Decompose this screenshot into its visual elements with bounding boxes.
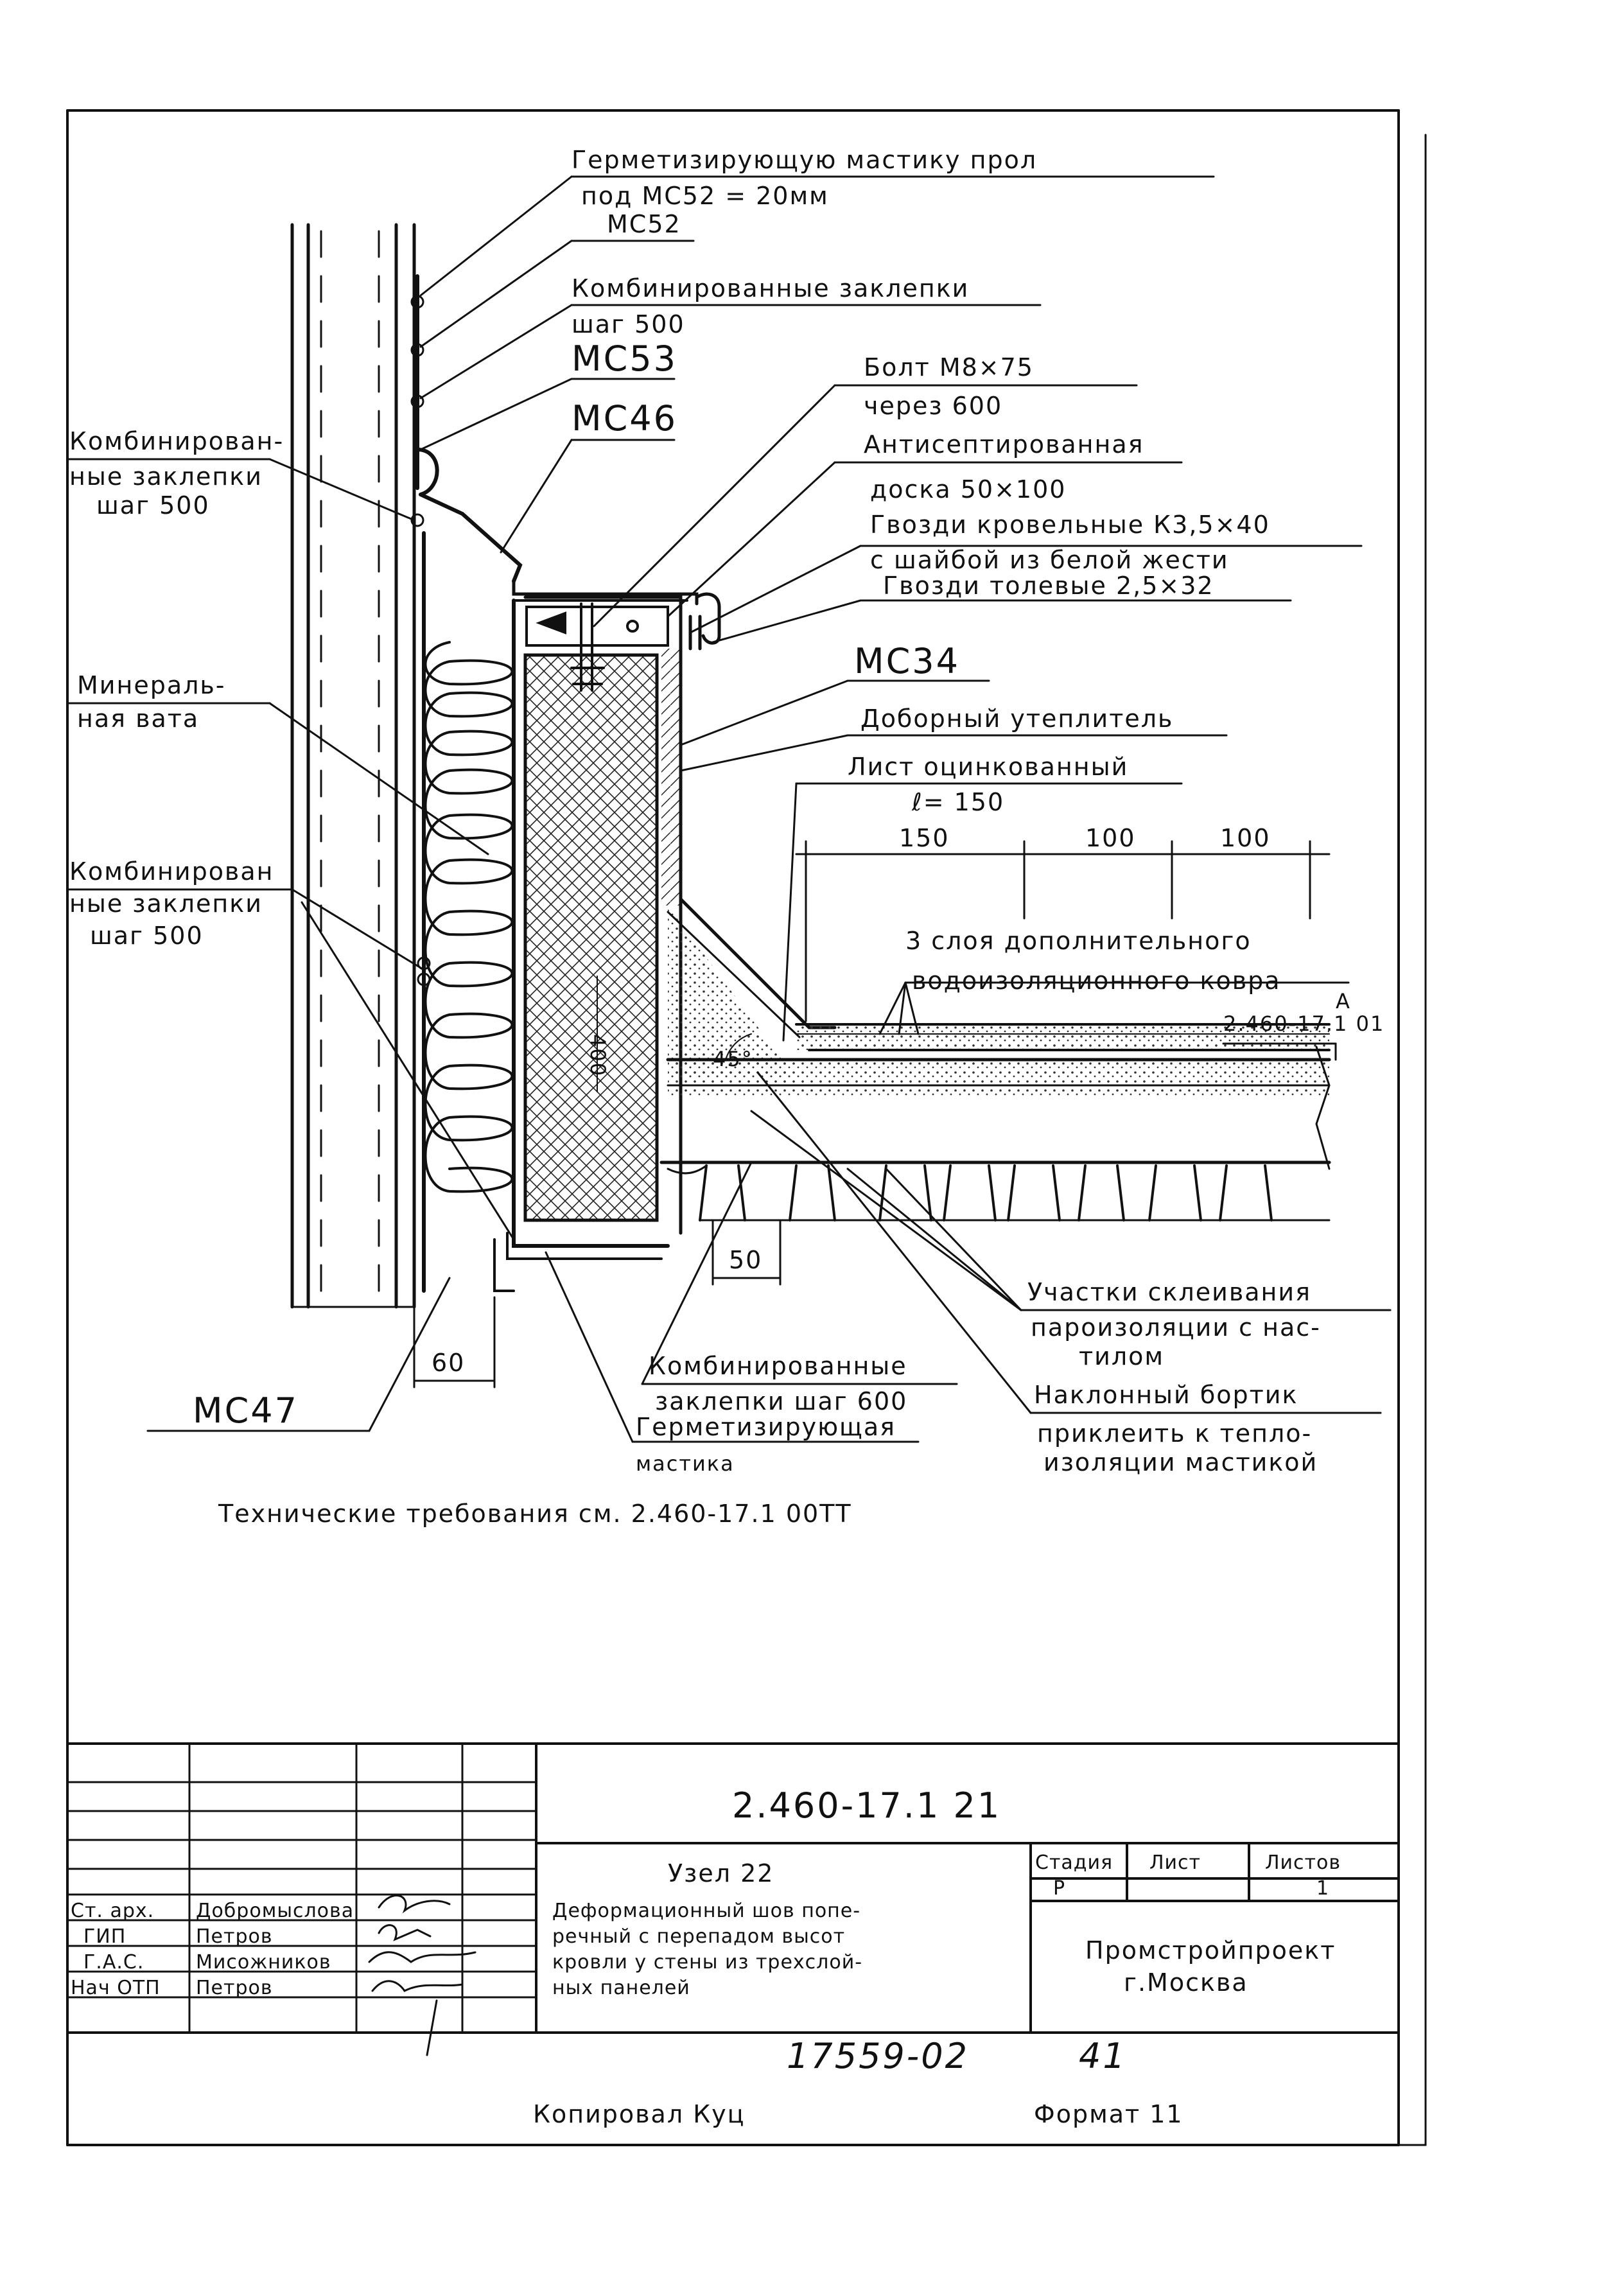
label-ref-a: А bbox=[1336, 989, 1351, 1013]
mineral-wool bbox=[424, 641, 514, 1193]
label-galv-len: ℓ= 150 bbox=[911, 788, 1004, 816]
leader-lines bbox=[66, 175, 1392, 1443]
flashing-ms52 bbox=[415, 274, 523, 1293]
dim-60: 60 bbox=[413, 1296, 496, 1388]
label-rivets-mid-3: шаг 500 bbox=[90, 922, 204, 950]
label-galv-sheet: Лист оцинкованный bbox=[848, 753, 1128, 781]
sheets-value: 1 bbox=[1316, 1877, 1329, 1900]
name-4: Петров bbox=[196, 1977, 273, 1999]
label-rivets-mid-2: ные заклепки bbox=[69, 889, 263, 918]
dim-chain-top bbox=[795, 840, 1331, 1022]
signatures bbox=[368, 1895, 476, 2056]
deck-ribs bbox=[667, 1164, 1331, 1221]
label-board-2: доска 50×100 bbox=[870, 475, 1066, 503]
dim-100b: 100 bbox=[1220, 824, 1271, 852]
role-2: ГИП bbox=[83, 1925, 126, 1948]
role-4: Нач ОТП bbox=[71, 1977, 161, 1999]
node-title: Узел 22 bbox=[668, 1859, 774, 1887]
org-name: Промстройпроект bbox=[1085, 1936, 1336, 1965]
svg-text:150: 150 bbox=[899, 824, 950, 852]
label-bolt-step: через 600 bbox=[864, 392, 1002, 420]
label-incline-1: Наклонный бортик bbox=[1034, 1381, 1298, 1409]
org-city: г.Москва bbox=[1124, 1968, 1248, 1997]
name-1: Добромыслова bbox=[196, 1900, 354, 1922]
label-nails-3: Гвозди толевые 2,5×32 bbox=[883, 572, 1214, 600]
label-sealing-2: мастика bbox=[636, 1451, 735, 1476]
svg-text:100: 100 bbox=[1085, 824, 1136, 852]
svg-text:45°: 45° bbox=[713, 1047, 753, 1071]
doc-code: 2.460-17.1 21 bbox=[732, 1785, 1001, 1826]
stage-value: Р bbox=[1053, 1877, 1065, 1900]
label-rivets-bot-2: заклепки шаг 600 bbox=[655, 1387, 907, 1415]
antiseptic-board bbox=[525, 602, 669, 692]
label-rivets-left-1: Комбинирован- bbox=[69, 427, 284, 455]
parapet-box bbox=[493, 595, 688, 1292]
callout-labels: Герметизирующую мастику прол под МС52 = … bbox=[69, 146, 1384, 1528]
label-ms47: МС47 bbox=[193, 1390, 299, 1431]
label-extra-insulation: Доборный утеплитель bbox=[860, 705, 1173, 733]
name-3: Мисожников bbox=[196, 1951, 331, 1974]
label-incline-3: изоляции мастикой bbox=[1043, 1448, 1318, 1476]
label-rivets-left-2: ные заклепки bbox=[69, 462, 263, 491]
archive-no: 17559-02 bbox=[787, 2036, 969, 2076]
svg-text:100: 100 bbox=[1220, 824, 1271, 852]
label-ms34: МС34 bbox=[854, 641, 960, 681]
label-mastic-top: Герметизирующую мастику прол bbox=[572, 146, 1037, 174]
label-nails-2: с шайбой из белой жести bbox=[870, 546, 1229, 574]
desc-1: Деформационный шов попе- bbox=[552, 1900, 860, 1922]
dim-45: 45° bbox=[713, 1033, 753, 1071]
label-layers-2: водоизоляционного ковра bbox=[912, 967, 1281, 995]
label-glue-3: тилом bbox=[1079, 1342, 1164, 1370]
label-rivets-top: Комбинированные заклепки bbox=[572, 274, 969, 302]
sheets-header: Листов bbox=[1265, 1851, 1341, 1874]
label-glue-2: пароизоляции с нас- bbox=[1031, 1313, 1321, 1342]
label-ms53: МС53 bbox=[572, 338, 677, 379]
title-block bbox=[66, 1742, 1400, 2034]
label-bolt: Болт М8×75 bbox=[864, 353, 1034, 381]
label-glue-1: Участки склеивания bbox=[1027, 1278, 1311, 1306]
copied-by: Копировал Куц bbox=[533, 2100, 746, 2128]
label-mastic-top-2: под МС52 = 20мм bbox=[581, 182, 829, 210]
role-3: Г.А.С. bbox=[83, 1951, 144, 1974]
desc-4: ных панелей bbox=[552, 1977, 690, 1999]
label-nails-1: Гвозди кровельные К3,5×40 bbox=[870, 511, 1270, 539]
name-2: Петров bbox=[196, 1925, 273, 1948]
label-ms46: МС46 bbox=[572, 398, 677, 439]
format: Формат 11 bbox=[1034, 2100, 1183, 2128]
top-cap bbox=[512, 579, 721, 651]
label-rivets-mid-1: Комбинирован bbox=[69, 857, 274, 886]
desc-2: речный с перепадом высот bbox=[552, 1925, 845, 1948]
label-mineral-2: ная вата bbox=[77, 705, 199, 733]
dim-150: 150 bbox=[899, 824, 950, 852]
label-ms52: МС52 bbox=[607, 210, 681, 238]
roof-layers bbox=[659, 1023, 1331, 1170]
stage-header: Стадия bbox=[1035, 1851, 1113, 1874]
tech-requirements: Технические требования см. 2.460-17.1 00… bbox=[218, 1500, 852, 1528]
label-sealing-1: Герметизирующая bbox=[636, 1413, 896, 1441]
svg-text:50: 50 bbox=[729, 1246, 762, 1274]
label-ref-sheet: 2.460-17.1 01 bbox=[1223, 1011, 1384, 1036]
dim-400: 400 bbox=[586, 976, 610, 1092]
sheet-header: Лист bbox=[1149, 1851, 1201, 1874]
svg-text:400: 400 bbox=[586, 1034, 610, 1077]
label-board-1: Антисептированная bbox=[864, 430, 1144, 459]
label-layers-1: 3 слоя дополнительного bbox=[905, 927, 1252, 955]
svg-text:60: 60 bbox=[432, 1349, 465, 1377]
extra-insulation bbox=[661, 649, 679, 906]
desc-3: кровли у стены из трехслой- bbox=[552, 1951, 862, 1974]
page-no: 41 bbox=[1079, 2036, 1127, 2076]
dim-50: 50 bbox=[712, 1219, 781, 1286]
role-1: Ст. арх. bbox=[71, 1900, 154, 1922]
label-incline-2: приклеить к тепло- bbox=[1037, 1419, 1312, 1448]
label-mineral-1: Минераль- bbox=[77, 671, 226, 699]
label-rivets-bot-1: Комбинированные bbox=[649, 1352, 907, 1380]
wall-panel bbox=[290, 223, 416, 1309]
label-rivets-left-3: шаг 500 bbox=[96, 491, 210, 520]
label-rivets-top-step: шаг 500 bbox=[572, 310, 685, 338]
dim-100a: 100 bbox=[1085, 824, 1136, 852]
title-block-text: 2.460-17.1 21 Узел 22 Деформационный шов… bbox=[71, 1785, 1341, 2128]
